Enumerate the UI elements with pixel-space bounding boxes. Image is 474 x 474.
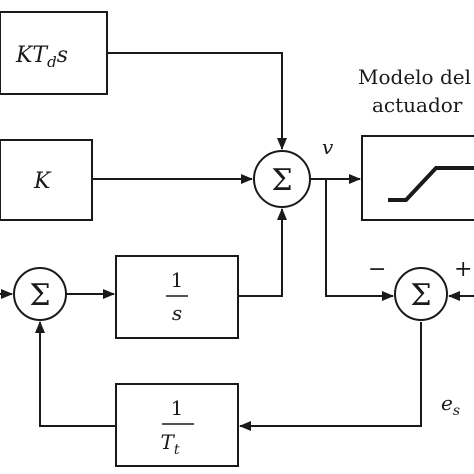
- integrator-numerator: 1: [171, 268, 184, 292]
- plus-sign: +: [454, 257, 472, 282]
- tracking-gain-block: [115, 383, 239, 467]
- saturation-curve-icon: [388, 166, 474, 202]
- actuator-block: [361, 135, 474, 221]
- integrator-block: [115, 255, 239, 339]
- integrator-sum-symbol: Σ: [29, 278, 50, 313]
- signal-es-label: es: [441, 391, 460, 419]
- actuator-title-line1: Modelo del: [358, 65, 471, 89]
- integrator-denominator: s: [172, 301, 182, 325]
- wire-integrator-to-sum: [238, 208, 287, 297]
- wire-v-to-error-sum: [325, 179, 394, 301]
- derivative-block-label: KTds: [15, 43, 68, 71]
- error-summing-junction: [394, 267, 448, 321]
- tracking-gain-denominator: Tt: [161, 430, 180, 458]
- error-sum-symbol: Σ: [410, 278, 431, 313]
- main-sum-symbol: Σ: [271, 163, 292, 198]
- wire-error-to-tracking-gain: [239, 322, 422, 431]
- signal-v-label: v: [322, 135, 334, 159]
- tracking-gain-numerator: 1: [171, 396, 184, 420]
- actuator-title-line2: actuador: [372, 93, 463, 117]
- minus-sign: −: [368, 257, 386, 282]
- proportional-block-label: K: [33, 169, 52, 194]
- proportional-block: [0, 139, 93, 221]
- wire-derivative-to-sum: [107, 52, 287, 150]
- wire-tracking-gain-to-left-sum: [35, 321, 116, 427]
